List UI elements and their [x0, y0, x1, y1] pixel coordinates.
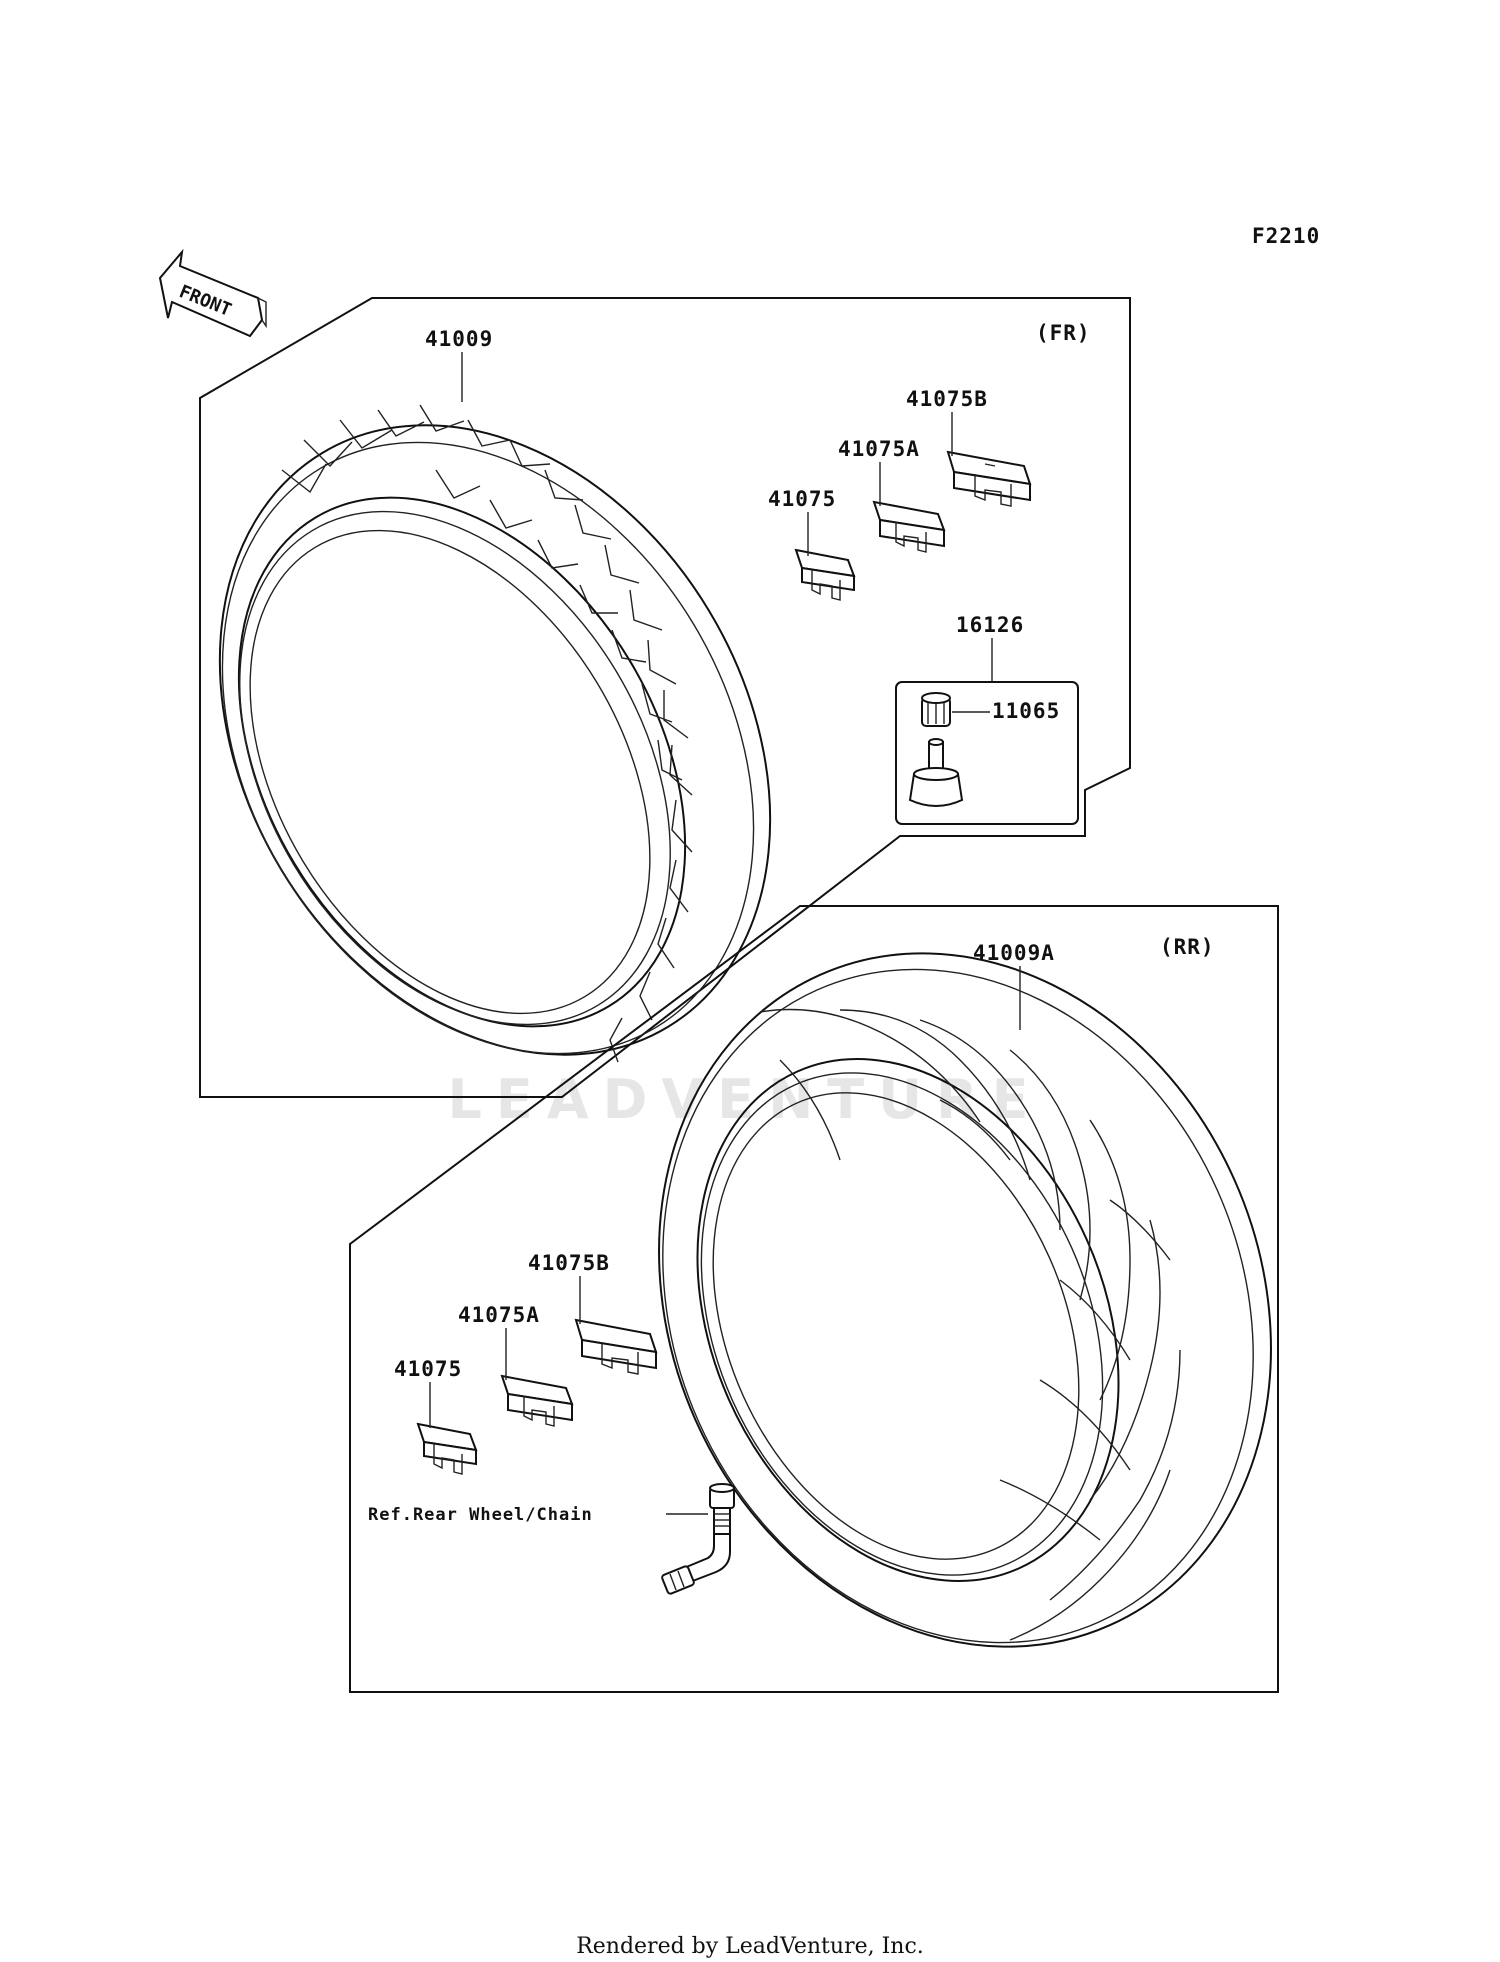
rear-weight-b-label: 41075B: [528, 1251, 610, 1275]
svg-text:FRONT: FRONT: [176, 281, 234, 321]
rear-tire-label: 41009A: [973, 941, 1055, 965]
front-weight-b-label: 41075B: [906, 387, 988, 411]
front-weight-label: 41075: [768, 487, 836, 511]
rear-valve-ref-label: Ref.Rear Wheel/Chain: [368, 1505, 593, 1525]
rear-weight-a: [500, 1374, 574, 1427]
front-weight-a-label: 41075A: [838, 437, 920, 461]
front-valve-box: [895, 681, 1079, 825]
front-arrow-icon: FRONT: [158, 248, 267, 338]
rear-panel-frame: [349, 905, 1279, 1693]
front-weight-b: [946, 450, 1032, 507]
rear-weight-b: [574, 1318, 658, 1375]
front-weight-a: [872, 500, 946, 553]
valve-cap-icon: [921, 692, 951, 727]
front-section: (FR): [199, 297, 1131, 1098]
front-valve-cap-label: 11065: [992, 699, 1060, 723]
front-tire-label: 41009: [425, 327, 493, 351]
rear-tire: [658, 952, 1272, 1648]
figure-code: F2210: [1252, 224, 1320, 248]
front-weight: [794, 548, 856, 601]
rear-weight: [416, 1422, 478, 1475]
rear-valve-icon: [661, 1483, 735, 1595]
rear-section-label: (RR): [1160, 935, 1215, 959]
rear-section: (RR): [349, 905, 1279, 1693]
watermark: LEADVENTURE: [448, 1068, 1043, 1131]
front-tire: [218, 404, 772, 1063]
front-section-label: (FR): [1036, 321, 1091, 345]
footer-credit: Rendered by LeadVenture, Inc.: [576, 1934, 924, 1959]
rear-weight-a-label: 41075A: [458, 1303, 540, 1327]
front-valve-assy-label: 16126: [956, 613, 1024, 637]
valve-stem-icon: [908, 738, 964, 807]
front-panel-frame: [199, 297, 1131, 1098]
rear-weight-label: 41075: [394, 1357, 462, 1381]
